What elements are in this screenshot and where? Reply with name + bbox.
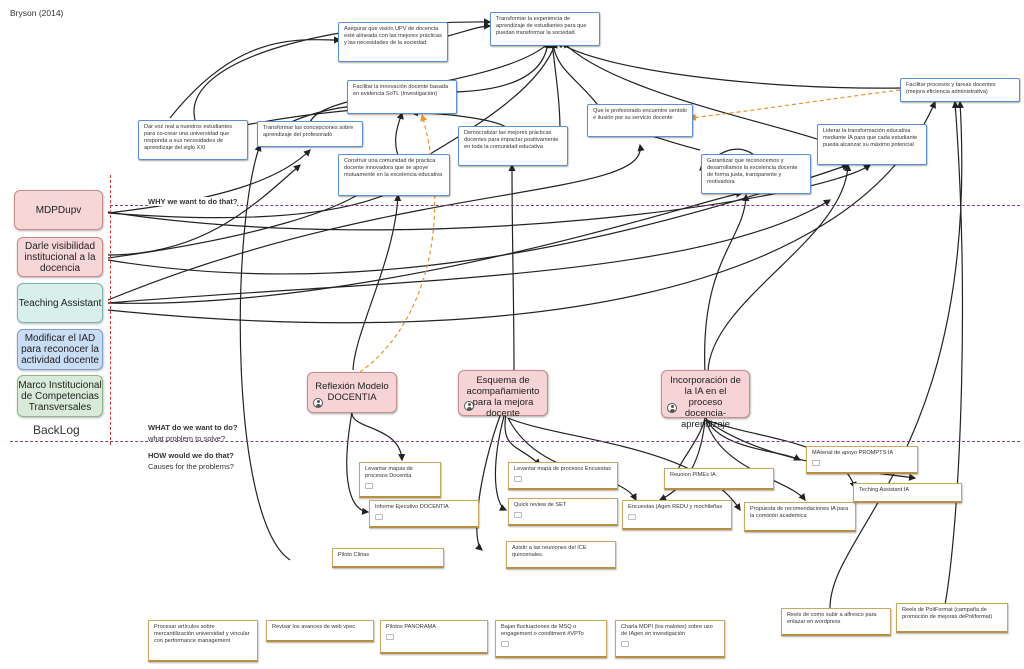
note-icon <box>365 483 373 489</box>
link <box>346 411 370 515</box>
link <box>107 164 301 256</box>
link <box>504 413 541 466</box>
how-mapa-encuestas[interactable]: Levantar mapa de procesos Encuestas <box>508 462 618 490</box>
why-card-liderar-ia[interactable]: Liderar la transformación educativa medi… <box>817 124 927 165</box>
note-icon <box>501 641 509 647</box>
note-icon <box>628 514 636 520</box>
user-icon <box>464 401 474 411</box>
side-item-visibilidad[interactable]: Darle visibilidad institucional a la doc… <box>17 237 103 277</box>
how-recomendaciones-ia[interactable]: Propuesta de recomendaciones IA para la … <box>744 502 856 532</box>
section-why-label: WHY we want to do that? <box>148 197 238 206</box>
why-card-democratizar[interactable]: Democratizar las mejores prácticas docen… <box>458 126 568 166</box>
side-item-competencias[interactable]: Marco Institucional de Competencias Tran… <box>17 375 103 417</box>
why-separator <box>110 205 1020 206</box>
how-informe-docentia[interactable]: Informe Ejecutivo DOCENTIA <box>369 500 479 528</box>
link <box>475 415 501 551</box>
link <box>549 40 601 109</box>
how-reuniones-ice[interactable]: Asistir a las reuniones del ICE quincena… <box>506 541 616 569</box>
link <box>557 41 901 89</box>
link <box>107 149 311 214</box>
link <box>419 40 558 161</box>
why-card-innovacion-sotl[interactable]: Facilitar la innovación docente basada e… <box>347 80 457 114</box>
what-separator <box>10 441 1020 442</box>
backlog-charla-mdpi[interactable]: Charla MDPI (los malotes) sobre uso de I… <box>615 620 725 658</box>
link <box>494 415 508 511</box>
link <box>549 40 561 131</box>
dashed-link <box>688 89 901 121</box>
link <box>352 193 402 371</box>
what-reflexion-docentia[interactable]: Reflexión Modelo DOCENTIA <box>307 372 397 413</box>
backlog-panorama[interactable]: Pilotos PANORAMA <box>380 620 488 654</box>
backlog-msq[interactable]: Bajan fluctuaciones de MSQ o engagement … <box>495 620 607 658</box>
why-card-transformar-experiencia[interactable]: Transformar la experiencia de aprendizaj… <box>490 12 600 46</box>
side-item-mdpdupv[interactable]: MDPDupv <box>14 190 103 230</box>
backlog-mercantilizacion[interactable]: Procesar artículos sobre mercantilizació… <box>148 620 258 662</box>
link <box>508 163 516 371</box>
note-icon <box>375 514 383 520</box>
link <box>944 100 964 606</box>
link <box>454 40 551 93</box>
link <box>107 100 936 324</box>
dashed-link <box>359 113 436 373</box>
link <box>395 111 404 161</box>
citation: Bryson (2014) <box>10 8 64 18</box>
note-icon <box>514 512 522 518</box>
user-icon <box>313 398 323 408</box>
link <box>829 100 964 609</box>
what-incorporacion-ia[interactable]: Incorporación de la IA en el proceso doc… <box>661 370 750 430</box>
side-item-iad[interactable]: Modificar el IAD para reconocer la activ… <box>17 329 103 370</box>
why-card-vision-upv[interactable]: Asegurar que visión UPV de docencia esté… <box>338 22 448 62</box>
how-quick-review-set[interactable]: Quick review de SET <box>508 498 618 526</box>
link <box>707 163 852 373</box>
note-icon <box>386 634 394 640</box>
link <box>107 143 645 301</box>
how-reunion-pimes[interactable]: Reunion PIMEs IA <box>664 468 774 490</box>
note-icon <box>621 641 629 647</box>
section-what-label: WHAT do we want to do? <box>148 423 238 432</box>
link <box>107 199 832 304</box>
link <box>239 143 291 561</box>
why-card-comunidad-practica[interactable]: Construir una comunidad de práctica doce… <box>338 154 450 196</box>
link <box>107 163 850 275</box>
why-card-voz-estudiantes[interactable]: Dar voz real a nuestros estudiantes para… <box>138 120 248 160</box>
backlog-separator <box>110 175 111 445</box>
what-esquema-acompanamiento[interactable]: Esquema de acompañamiento para la mejora… <box>458 370 548 419</box>
how-mapas-docentia[interactable]: Levantar mapas de procesos Docentia <box>359 462 441 498</box>
how-piloto-clirias[interactable]: Piloto Clirias <box>332 548 444 568</box>
section-what-sub: what problem to solve? <box>148 434 226 443</box>
how-teching-assistant[interactable]: Teching Assistant IA <box>853 483 962 503</box>
how-encuestas-agen[interactable]: Encuestas (Agen REDU y mochileñas <box>622 500 732 530</box>
side-item-teaching-assistant[interactable]: Teaching Assistant <box>17 283 103 323</box>
backlog-web-vpec[interactable]: Revisar los avances de web vpec <box>266 620 374 642</box>
how-material-prompts[interactable]: MAterial de apoyo PROMPTS IA <box>806 446 918 474</box>
link <box>169 36 342 119</box>
section-how-label: HOW would we do that? <box>148 451 234 460</box>
why-card-procesos[interactable]: Facilitar procesos y tareas docentes (me… <box>900 78 1020 102</box>
why-card-excelencia[interactable]: Garantizar que reconocemos y desarrollam… <box>701 154 811 194</box>
note-icon <box>812 460 820 466</box>
backlog-label: BackLog <box>33 423 80 437</box>
link <box>704 193 750 373</box>
user-icon <box>667 403 677 413</box>
link <box>447 22 492 37</box>
how-reels-alfresco[interactable]: Reels de como subir a alfresco para enla… <box>781 608 891 636</box>
link <box>351 411 406 462</box>
link <box>562 41 821 141</box>
note-icon <box>514 476 522 482</box>
link <box>107 164 871 231</box>
how-reels-poliformat[interactable]: Reels de PoliFormat (campaña de promoció… <box>896 603 1008 633</box>
why-card-sentido-ilusion[interactable]: Que le profesorado encuentre sentido e i… <box>587 104 693 137</box>
section-how-sub: Causes for the problems? <box>148 462 234 471</box>
why-card-concepciones[interactable]: Transformar las concepciones sobre apren… <box>257 121 363 147</box>
